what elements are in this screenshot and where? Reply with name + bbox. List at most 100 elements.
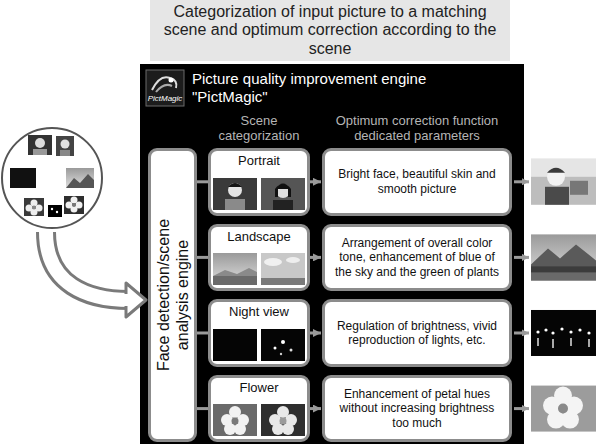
portrait-thumbnails bbox=[211, 177, 307, 211]
drawing-part bbox=[261, 178, 305, 210]
drawing-part bbox=[290, 348, 293, 351]
connector bbox=[197, 256, 208, 259]
drawing-part bbox=[48, 205, 62, 217]
drawing-part bbox=[275, 183, 291, 197]
output-flower bbox=[514, 386, 596, 432]
drawing-part bbox=[261, 404, 305, 436]
analysis-engine-box: Face detection/scene analysis engine bbox=[148, 148, 197, 442]
drawing-part bbox=[587, 331, 590, 334]
drawing-part bbox=[514, 407, 529, 410]
connector bbox=[310, 407, 321, 410]
drawing-part bbox=[64, 196, 84, 214]
scene-box: Flower bbox=[208, 375, 310, 443]
drawing-part bbox=[544, 328, 547, 331]
drawing-part bbox=[60, 150, 70, 156]
drawing-part bbox=[33, 149, 47, 155]
drawing-part bbox=[531, 234, 596, 280]
drawing-part bbox=[213, 404, 257, 436]
drawing-part bbox=[35, 138, 45, 148]
drawing-part bbox=[547, 168, 565, 173]
logo-icon bbox=[146, 70, 184, 106]
drawing-part bbox=[552, 339, 554, 348]
engine-panel: Picture quality improvement engine "Pict… bbox=[140, 64, 524, 444]
drawing-part bbox=[228, 183, 242, 197]
drawing-part bbox=[578, 328, 581, 331]
drawing-part bbox=[531, 386, 596, 432]
engine-panel bbox=[140, 64, 524, 444]
connector bbox=[197, 331, 208, 334]
correction-box: Arrangement of overall color tone, enhan… bbox=[322, 224, 512, 292]
drawing-part bbox=[228, 183, 242, 187]
connector bbox=[197, 180, 208, 183]
scene-box: Portrait bbox=[208, 148, 310, 216]
drawing-part bbox=[2, 128, 102, 228]
drawing-part bbox=[10, 168, 36, 188]
output-night-view bbox=[514, 310, 596, 356]
drawing-part bbox=[276, 184, 290, 198]
flower-thumbnails bbox=[211, 403, 307, 437]
drawing-part bbox=[514, 331, 529, 334]
drawing-part bbox=[24, 198, 44, 216]
node-text: Night view bbox=[211, 302, 307, 320]
drawing-part bbox=[122, 294, 130, 306]
output-landscape bbox=[514, 234, 596, 280]
drawing-part bbox=[588, 339, 590, 347]
landscape-thumbnails bbox=[211, 252, 307, 286]
drawing-part bbox=[46, 232, 130, 300]
node-text: Arrangement of overall color tone, enhan… bbox=[331, 236, 503, 279]
connector bbox=[310, 256, 321, 259]
drawing-part bbox=[169, 78, 174, 83]
drawing-part bbox=[274, 346, 277, 349]
drawing-part bbox=[146, 70, 184, 106]
drawing-part bbox=[531, 244, 596, 268]
drawing-part bbox=[213, 329, 257, 361]
title-text: Categorization of input picture to a mat… bbox=[150, 0, 510, 61]
drawing-part bbox=[570, 338, 572, 346]
drawing-part bbox=[213, 276, 257, 285]
night-view-thumbnails bbox=[211, 328, 307, 362]
correction-box: Bright face, beautiful skin and smooth p… bbox=[322, 148, 512, 216]
correction-box: Enhancement of petal hues without increa… bbox=[322, 375, 512, 443]
node-text: Portrait bbox=[211, 151, 307, 169]
drawing-part bbox=[156, 85, 172, 92]
logo-text: PictMagic bbox=[146, 95, 184, 103]
drawing-part bbox=[280, 418, 287, 425]
drawing-part bbox=[281, 340, 285, 344]
drawing-part bbox=[547, 168, 565, 186]
node-text: Enhancement of petal hues without increa… bbox=[331, 387, 503, 430]
drawing-part bbox=[531, 272, 596, 280]
drawing-part bbox=[280, 353, 282, 355]
drawing-part bbox=[264, 258, 282, 266]
drawing-part bbox=[537, 338, 539, 346]
drawing-part bbox=[282, 423, 294, 435]
drawing-part bbox=[570, 181, 588, 195]
node-text: Face detection/scene analysis engine bbox=[153, 195, 191, 395]
node-text: Bright face, beautiful skin and smooth p… bbox=[331, 167, 503, 196]
drawing-part bbox=[273, 200, 293, 210]
drawing-part bbox=[531, 159, 596, 205]
connector bbox=[197, 407, 208, 410]
drawing-part bbox=[28, 135, 52, 155]
drawing-part bbox=[66, 174, 94, 188]
drawing-part bbox=[56, 211, 58, 213]
drawing-part bbox=[31, 200, 38, 207]
drawing-part bbox=[261, 329, 305, 361]
drawing-part bbox=[545, 187, 569, 205]
drawing-part bbox=[569, 330, 572, 333]
drawing-part bbox=[286, 257, 300, 263]
node-text: Flower bbox=[211, 378, 307, 396]
input-pictures bbox=[2, 128, 102, 228]
drawing-part bbox=[261, 278, 305, 285]
drawing-part bbox=[225, 199, 245, 210]
drawing-part bbox=[558, 404, 568, 414]
drawing-part bbox=[560, 327, 563, 330]
drawing-part bbox=[66, 168, 94, 188]
drawing-part bbox=[56, 136, 74, 156]
scene-box: Night view bbox=[208, 299, 310, 367]
title-band: Categorization of input picture to a mat… bbox=[150, 0, 510, 61]
node-text: Picture quality improvement engine "Pict… bbox=[192, 70, 432, 106]
drawing-part bbox=[51, 208, 53, 210]
node-text: Regulation of brightness, vivid reproduc… bbox=[331, 319, 503, 348]
drawing-part bbox=[232, 418, 239, 425]
